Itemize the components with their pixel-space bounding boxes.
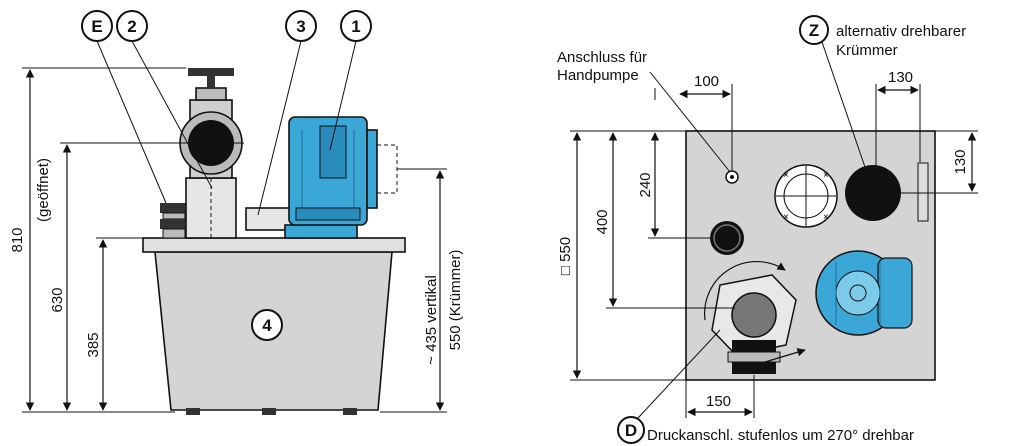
callout-2: 2 xyxy=(116,10,213,189)
valve-handwheel xyxy=(188,68,234,76)
outlet-pipe xyxy=(710,221,744,255)
dimension-130-side: 130 xyxy=(900,130,978,194)
svg-text:130: 130 xyxy=(888,69,913,86)
motor xyxy=(284,116,398,239)
rotatable-elbow xyxy=(845,165,901,221)
cover-flange: × × × × xyxy=(774,164,838,228)
pressure-connection xyxy=(704,260,806,374)
tank-foot-right xyxy=(343,408,357,415)
alt-elbow-label-line1: alternativ drehbarer xyxy=(836,23,966,40)
svg-text:D: D xyxy=(625,421,637,440)
dimension-550: □ 550 xyxy=(557,130,686,381)
side-view: E 2 3 1 4 810 (geöffnet) xyxy=(9,10,464,415)
dimension-150: 150 xyxy=(685,375,755,418)
svg-text:100: 100 xyxy=(694,73,719,90)
pressure-connection-label: Druckanschl. stufenlos um 270° drehbar xyxy=(647,427,914,444)
svg-text:E: E xyxy=(91,17,102,36)
svg-text:3: 3 xyxy=(296,17,305,36)
top-plate xyxy=(142,237,406,253)
svg-text:385: 385 xyxy=(85,332,102,357)
svg-text:□ 550: □ 550 xyxy=(557,237,574,275)
motor-top-view xyxy=(815,250,913,336)
dimension-385: 385 xyxy=(85,237,143,411)
hand-pump-label-line1: Anschluss für xyxy=(557,49,647,66)
elbow-side-flange xyxy=(917,162,929,222)
dimension-130-top: 130 xyxy=(875,69,921,166)
alt-elbow-label-line2: Krümmer xyxy=(836,42,898,59)
svg-text:1: 1 xyxy=(351,17,360,36)
top-view: × × × × Anschluss für Ha xyxy=(557,15,978,444)
callout-1: 1 xyxy=(329,10,372,151)
tank-foot-left xyxy=(186,408,200,415)
svg-text:(geöffnet): (geöffnet) xyxy=(35,158,52,222)
dimension-435-550: ~ 435 vertikal 550 (Krümmer) xyxy=(380,168,464,413)
dimension-100: 100 xyxy=(654,73,733,170)
svg-text:810: 810 xyxy=(9,227,26,252)
callout-3: 3 xyxy=(257,10,317,216)
callout-d: D xyxy=(617,329,721,444)
dimension-630: 630 xyxy=(49,142,178,411)
svg-text:×: × xyxy=(823,212,829,223)
callout-4: 4 xyxy=(251,309,283,341)
svg-text:×: × xyxy=(783,170,789,181)
svg-text:550 (Krümmer): 550 (Krümmer) xyxy=(447,250,464,351)
callout-z: Z xyxy=(799,15,867,171)
dimension-810: 810 (geöffnet) xyxy=(9,67,186,413)
svg-text:150: 150 xyxy=(706,393,731,410)
svg-text:Z: Z xyxy=(809,21,819,40)
svg-text:2: 2 xyxy=(127,17,136,36)
svg-text:240: 240 xyxy=(637,172,654,197)
flange-stack xyxy=(160,203,188,239)
hand-pump-label-line2: Handpumpe xyxy=(557,67,639,84)
svg-text:~ 435 vertikal: ~ 435 vertikal xyxy=(423,275,440,365)
svg-text:400: 400 xyxy=(594,209,611,234)
svg-text:×: × xyxy=(823,170,829,181)
svg-text:4: 4 xyxy=(262,316,272,335)
svg-text:×: × xyxy=(783,212,789,223)
svg-text:130: 130 xyxy=(952,149,969,174)
svg-text:630: 630 xyxy=(49,287,66,312)
tank-foot-middle xyxy=(262,408,276,415)
